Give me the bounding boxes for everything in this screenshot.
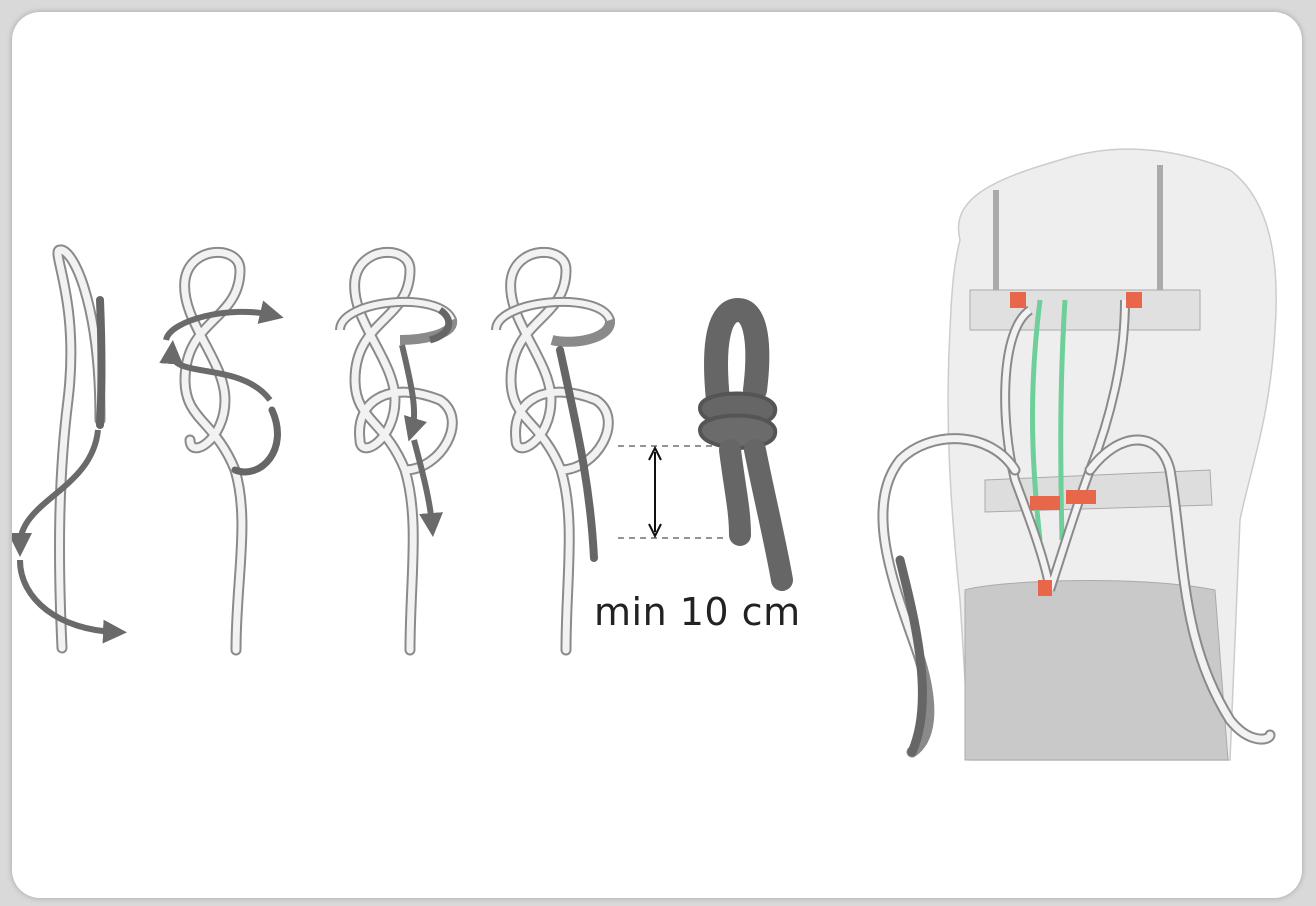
minimum-tail-length-label: min 10 cm <box>594 590 801 634</box>
finished-knot-figure <box>618 310 782 580</box>
step-4-figure <box>496 252 610 650</box>
diagram-canvas <box>12 12 1302 898</box>
step-2-figure <box>166 252 277 650</box>
tied-in-harness-figure <box>883 149 1276 760</box>
step-1-figure <box>20 250 115 648</box>
step-3-figure <box>340 252 452 650</box>
figure-eight-diagram-panel: min 10 cm <box>12 12 1302 898</box>
